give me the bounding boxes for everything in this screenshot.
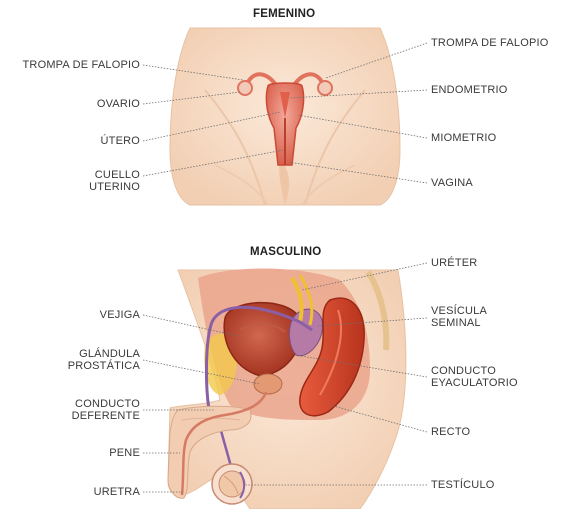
label-endometrio: ENDOMETRIO	[431, 84, 508, 96]
label-uretra: URETRA	[94, 486, 140, 498]
label-vesicula-seminal: VESÍCULA SEMINAL	[431, 305, 487, 329]
label-pene: PENE	[109, 447, 140, 459]
male-illustration	[168, 268, 406, 509]
label-cuello-uterino: CUELLO UTERINO	[89, 169, 140, 193]
label-conducto-eyaculatorio: CONDUCTO EYACULATORIO	[431, 365, 518, 389]
label-conducto-deferente: CONDUCTO DEFERENTE	[72, 398, 140, 422]
label-vejiga: VEJIGA	[100, 309, 140, 321]
label-miometrio: MIOMETRIO	[431, 132, 496, 144]
label-vagina: VAGINA	[431, 177, 473, 189]
male-title: MASCULINO	[250, 246, 321, 258]
label-ovario: OVARIO	[97, 98, 140, 110]
female-illustration	[170, 28, 400, 205]
label-ureter: URÉTER	[431, 257, 477, 269]
female-title: FEMENINO	[253, 8, 315, 20]
label-glandula-prostatica: GLÁNDULA PROSTÁTICA	[68, 348, 140, 372]
label-testiculo: TESTÍCULO	[431, 479, 495, 491]
label-trompa-de-falopio-left: TROMPA DE FALOPIO	[23, 59, 141, 71]
label-trompa-de-falopio-right: TROMPA DE FALOPIO	[431, 37, 549, 49]
label-recto: RECTO	[431, 426, 470, 438]
label-utero: ÚTERO	[101, 135, 141, 147]
